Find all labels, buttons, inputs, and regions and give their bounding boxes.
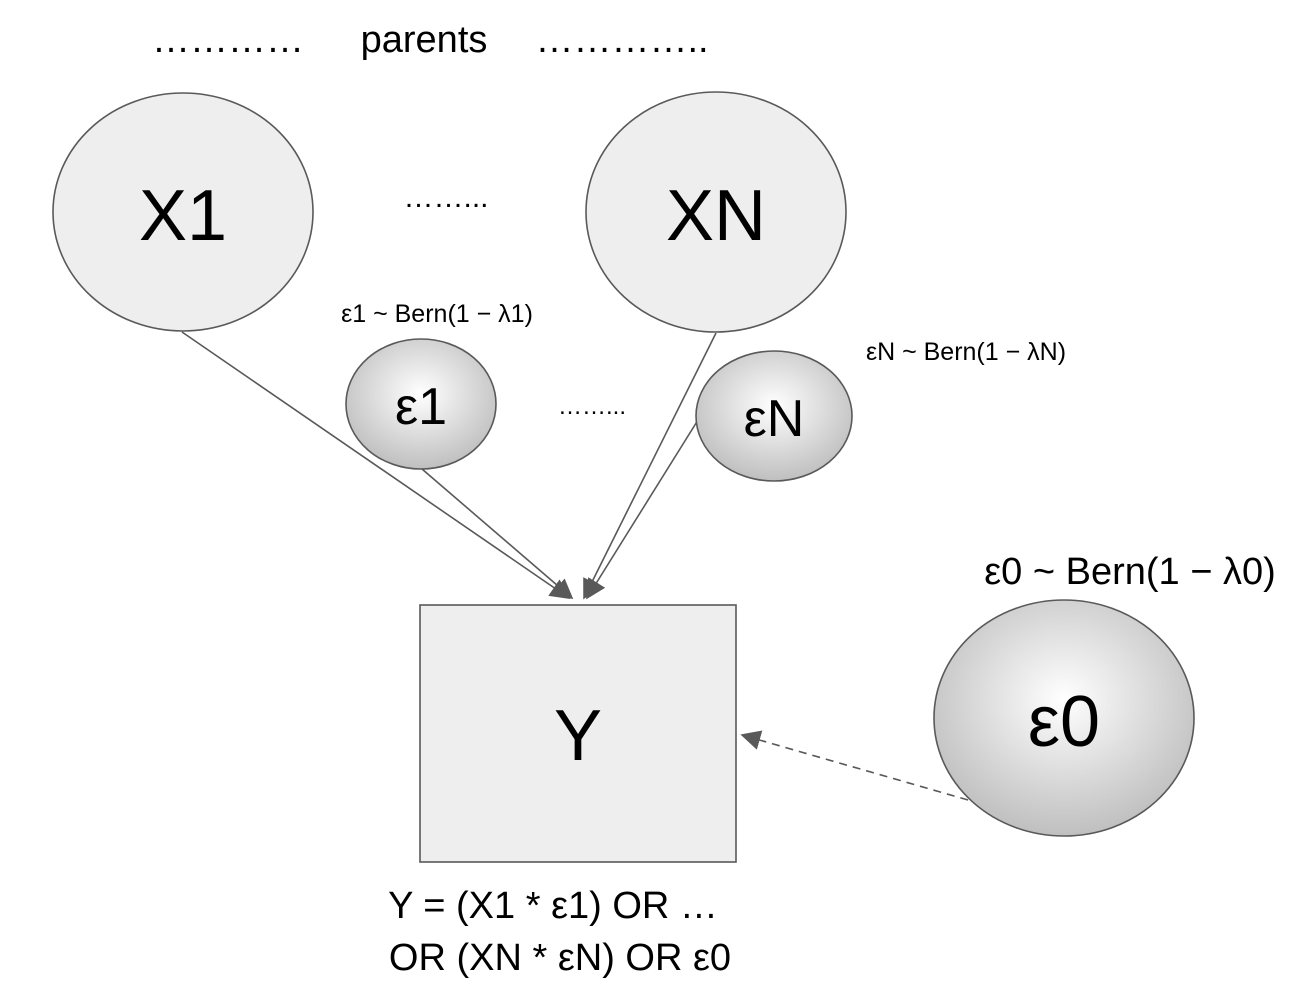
parents-label: parents <box>361 19 488 61</box>
edge-x1-to-y <box>181 331 571 599</box>
node-e0-label: ε0 <box>1028 682 1100 762</box>
e0-distribution-label: ε0 ~ Bern(1 − λ0) <box>984 551 1276 593</box>
e1-distribution-label: ε1 ~ Bern(1 − λ1) <box>341 300 533 328</box>
formula-line-1: Y = (X1 * ε1) OR … <box>388 885 718 927</box>
node-e0 <box>933 599 1195 837</box>
node-e1 <box>345 338 497 470</box>
edge-e0-to-y-dashed <box>740 730 969 801</box>
edge-en-to-y <box>586 419 699 600</box>
formula-line-2: OR (XN * εN) OR ε0 <box>389 937 731 979</box>
header-right-dots: ………….. <box>535 19 708 61</box>
en-distribution-label: εN ~ Bern(1 − λN) <box>866 338 1066 366</box>
node-y <box>419 604 737 863</box>
node-y-label: Y <box>554 696 602 776</box>
edge-xn-to-y <box>583 332 717 600</box>
node-x1 <box>52 92 314 332</box>
node-xn <box>585 91 847 333</box>
node-en-label: εN <box>744 390 805 448</box>
noise-ellipsis: ……... <box>558 393 626 420</box>
node-e1-label: ε1 <box>395 378 447 436</box>
edge-e1-to-y <box>421 468 574 600</box>
parents-ellipsis: ……... <box>403 181 488 214</box>
node-xn-label: XN <box>666 176 766 256</box>
header-left-dots: ………… <box>152 19 304 61</box>
node-en <box>695 350 853 482</box>
node-x1-label: X1 <box>139 176 227 256</box>
